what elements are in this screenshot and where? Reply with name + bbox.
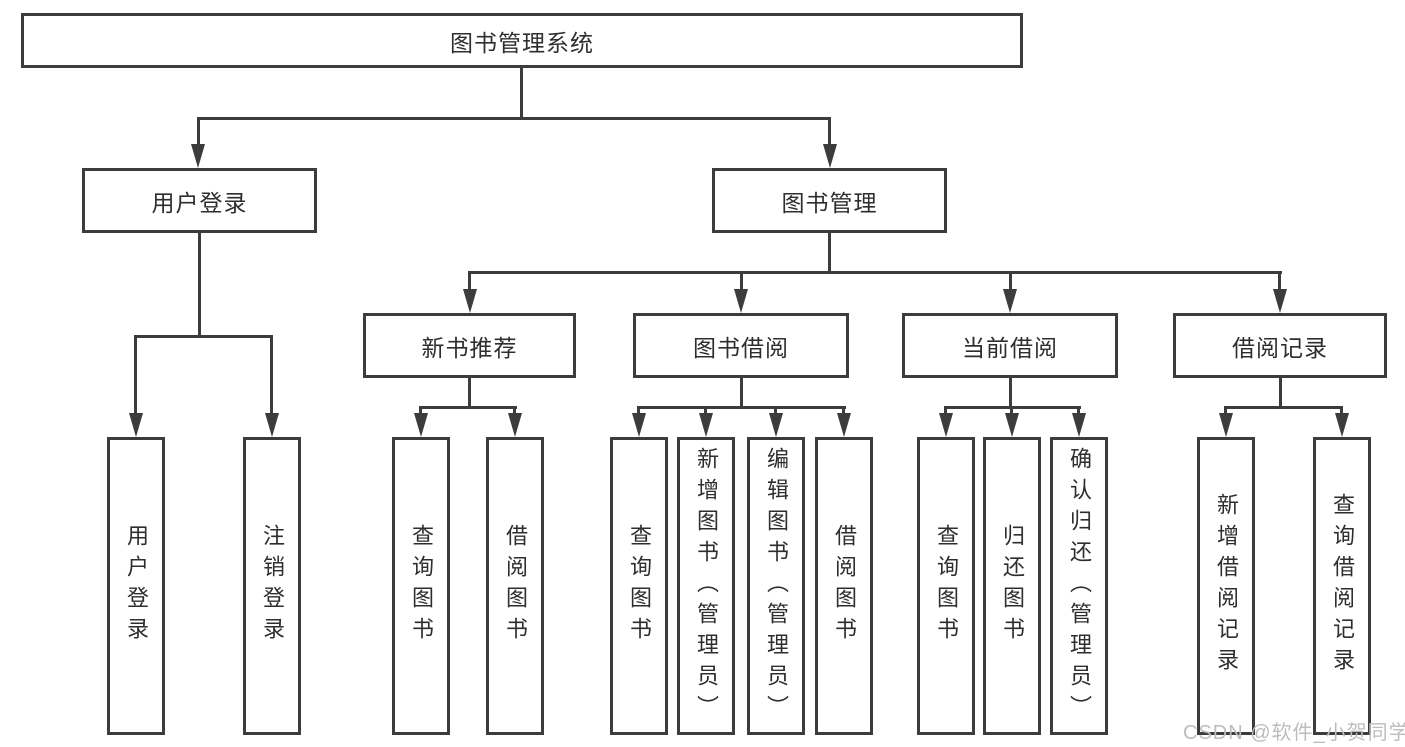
- leaf-label: 借阅图书: [503, 524, 528, 648]
- node-library-management-system: 图书管理系统: [21, 13, 1023, 68]
- connector-line: [1278, 271, 1281, 293]
- connector-line: [270, 335, 273, 417]
- leaf-confirm-return-admin: 确认归还（管理员）: [1050, 437, 1108, 735]
- arrowhead-icon: [507, 413, 522, 437]
- node-new-book-recommendation: 新书推荐: [363, 313, 576, 378]
- connector-line: [740, 378, 743, 409]
- connector-line: [828, 117, 831, 148]
- leaf-label: 注销登录: [260, 524, 285, 648]
- leaf-add-books-admin: 新增图书（管理员）: [677, 437, 735, 735]
- connector-line: [944, 406, 947, 417]
- connector-line: [1340, 406, 1343, 417]
- connector-line: [842, 406, 845, 417]
- leaf-label: 查询借阅记录: [1330, 493, 1355, 679]
- connector-line: [1008, 271, 1012, 293]
- arrowhead-icon: [1272, 289, 1287, 313]
- arrowhead-icon: [698, 413, 713, 437]
- connector-line: [637, 406, 640, 417]
- leaf-label: 用户登录: [124, 524, 149, 648]
- connector-line: [134, 335, 273, 338]
- connector-line: [1077, 406, 1080, 417]
- connector-line: [419, 406, 517, 409]
- arrowhead-icon: [631, 413, 646, 437]
- leaf-label: 查询图书: [409, 524, 434, 648]
- leaf-label: 归还图书: [1000, 524, 1025, 648]
- arrowhead-icon: [1003, 289, 1017, 313]
- leaf-add-borrow-record: 新增借阅记录: [1197, 437, 1255, 735]
- connector-line: [739, 271, 743, 293]
- node-current-borrowing: 当前借阅: [902, 313, 1118, 378]
- connector-line: [198, 233, 201, 337]
- arrowhead-icon: [734, 289, 748, 313]
- connector-line: [468, 378, 471, 409]
- connector-line: [828, 233, 831, 273]
- arrowhead-icon: [1218, 413, 1233, 437]
- leaf-search-borrow-record: 查询借阅记录: [1313, 437, 1371, 735]
- leaf-label: 确认归还（管理员）: [1067, 446, 1092, 726]
- leaf-borrow-books-recommend: 借阅图书: [486, 437, 544, 735]
- arrowhead-icon: [413, 413, 428, 437]
- leaf-return-books: 归还图书: [983, 437, 1041, 735]
- leaf-label: 借阅图书: [832, 524, 857, 648]
- connector-line: [468, 271, 1282, 274]
- node-book-management: 图书管理: [712, 168, 947, 233]
- connector-line: [520, 68, 523, 119]
- node-book-borrowing: 图书借阅: [633, 313, 849, 378]
- connector-line: [1224, 406, 1343, 409]
- arrowhead-icon: [462, 289, 477, 313]
- arrowhead-icon: [191, 144, 205, 168]
- leaf-search-books-current: 查询图书: [917, 437, 975, 735]
- leaf-search-books-borrowing: 查询图书: [610, 437, 668, 735]
- arrowhead-icon: [1334, 413, 1349, 437]
- leaf-search-books-recommend: 查询图书: [392, 437, 450, 735]
- leaf-label: 新增图书（管理员）: [694, 446, 719, 726]
- connector-line: [468, 271, 471, 293]
- arrowhead-icon: [1004, 413, 1019, 437]
- arrowhead-icon: [264, 413, 279, 437]
- arrowhead-icon: [128, 413, 143, 437]
- arrowhead-icon: [1071, 413, 1086, 437]
- leaf-user-login: 用户登录: [107, 437, 165, 735]
- connector-line: [419, 406, 422, 417]
- node-borrowing-records: 借阅记录: [1173, 313, 1387, 378]
- leaf-logout: 注销登录: [243, 437, 301, 735]
- connector-line: [1279, 378, 1282, 409]
- connector-line: [196, 117, 200, 148]
- leaf-label: 新增借阅记录: [1214, 493, 1239, 679]
- connector-line: [1010, 406, 1013, 417]
- connector-line: [134, 335, 137, 417]
- connector-line: [637, 406, 846, 409]
- arrowhead-icon: [938, 413, 953, 437]
- node-user-login: 用户登录: [82, 168, 317, 233]
- connector-line: [1009, 378, 1012, 409]
- leaf-label: 查询图书: [934, 524, 959, 648]
- arrowhead-icon: [822, 144, 837, 168]
- leaf-borrow-books: 借阅图书: [815, 437, 873, 735]
- connector-line: [704, 406, 707, 417]
- leaf-label: 查询图书: [627, 524, 652, 648]
- arrowhead-icon: [768, 413, 783, 437]
- connector-line: [197, 117, 831, 120]
- connector-line: [774, 406, 777, 417]
- connector-line: [1224, 406, 1227, 417]
- leaf-edit-books-admin: 编辑图书（管理员）: [747, 437, 805, 735]
- connector-line: [513, 406, 516, 417]
- arrowhead-icon: [836, 413, 851, 437]
- leaf-label: 编辑图书（管理员）: [764, 446, 789, 726]
